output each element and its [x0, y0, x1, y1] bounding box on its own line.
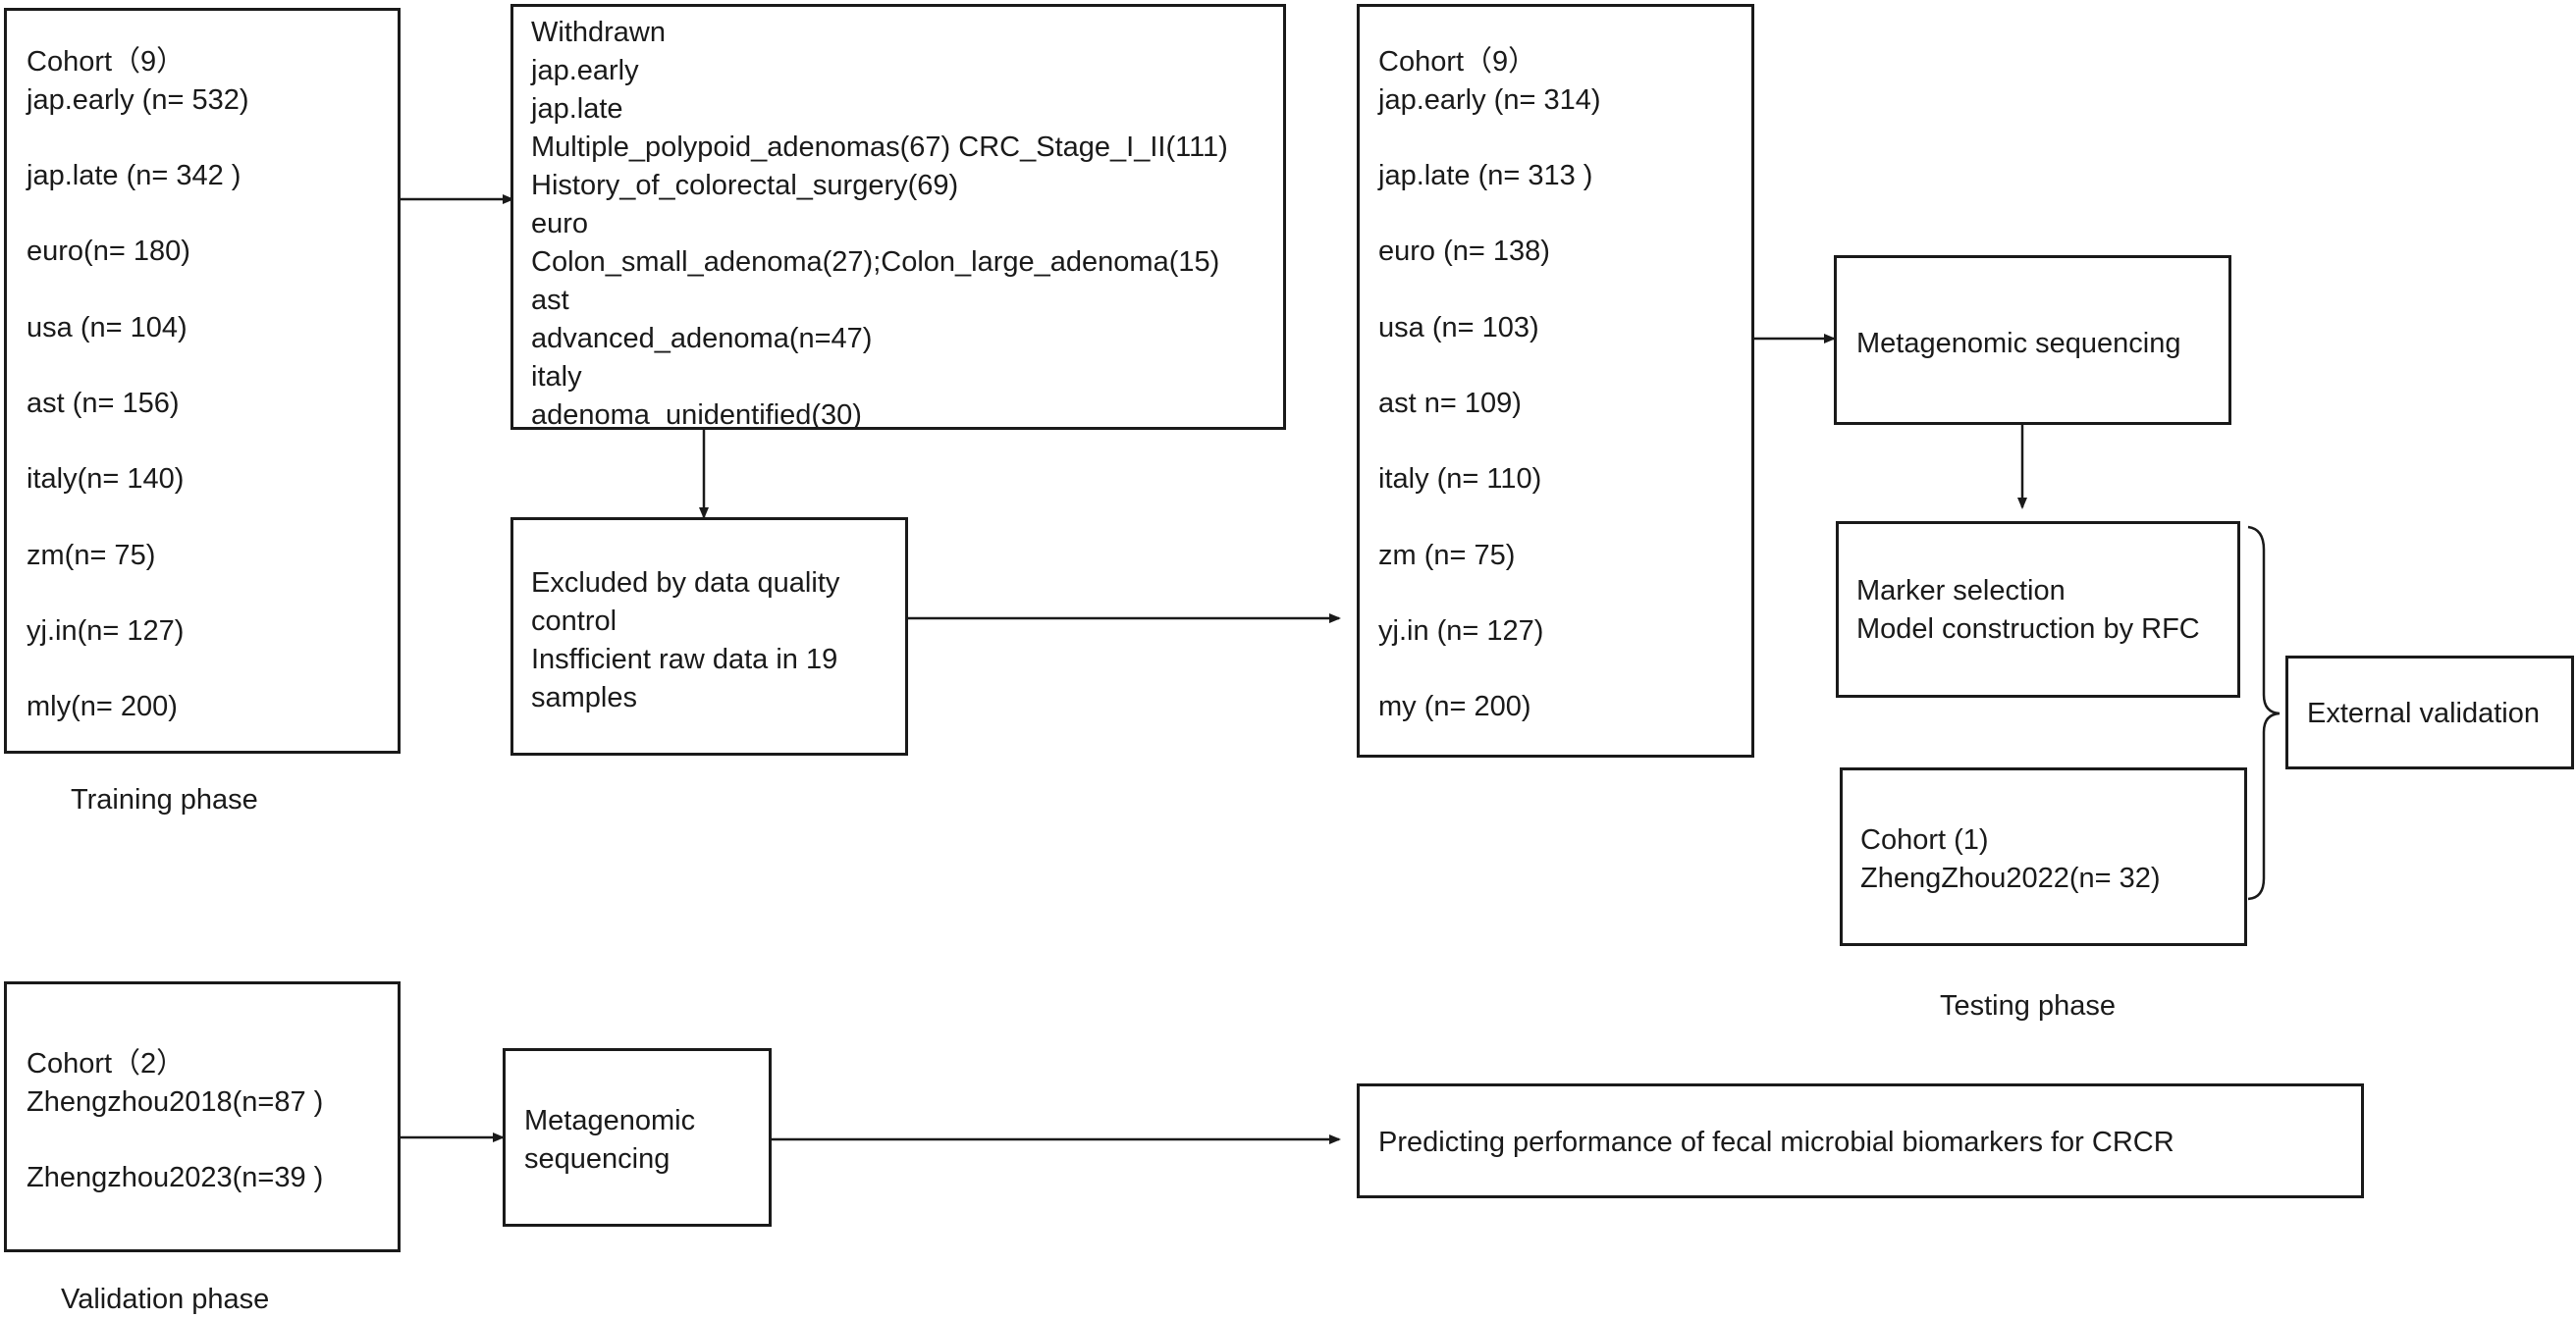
withdrawn-line: adenoma_unidentified(30) [531, 399, 862, 431]
testing-item: usa (n= 103) [1378, 312, 1539, 343]
testing-item: my (n= 200) [1378, 691, 1531, 722]
testing-item: ast n= 109) [1378, 388, 1522, 419]
predicting-performance-box: Predicting performance of fecal microbia… [1357, 1083, 2364, 1198]
withdrawn-line: jap.early [531, 55, 639, 86]
validation-item: Zhengzhou2023(n=39 ) [27, 1162, 324, 1193]
metagenomic-sequencing-validation-box: Metagenomic sequencing [503, 1048, 772, 1227]
withdrawn-title: Withdrawn [531, 17, 666, 48]
testing-item: euro (n= 138) [1378, 236, 1550, 267]
training-item: mly(n= 200) [27, 691, 178, 722]
training-phase-label: Training phase [71, 784, 258, 816]
external-validation-label: External validation [2307, 698, 2540, 729]
training-cohort-box: Cohort（9） jap.early (n= 532) jap.late (n… [4, 8, 401, 754]
training-item: usa (n= 104) [27, 312, 188, 343]
training-item: zm(n= 75) [27, 540, 156, 571]
withdrawn-line: euro [531, 208, 589, 239]
testing-cohort-title: Cohort（9） [1378, 46, 1537, 78]
withdrawn-line: Colon_small_adenoma(27);Colon_large_aden… [531, 246, 1220, 278]
withdrawn-line: jap.late [531, 93, 623, 125]
testing-item: zm (n= 75) [1378, 540, 1516, 571]
training-item: yj.in(n= 127) [27, 615, 185, 647]
cohort-external-line: ZhengZhou2022(n= 32) [1860, 863, 2161, 894]
training-item: jap.late (n= 342 ) [27, 160, 242, 191]
withdrawn-box: Withdrawn jap.early jap.late Multiple_po… [510, 4, 1286, 431]
marker-selection-box: Marker selection Model construction by R… [1836, 521, 2240, 698]
testing-cohort-box: Cohort（9） jap.early (n= 314) jap.late (n… [1357, 4, 1754, 758]
marker-line: Model construction by RFC [1856, 613, 2200, 645]
testing-item: jap.early (n= 314) [1378, 84, 1601, 116]
training-item: jap.early (n= 532) [27, 84, 249, 116]
excluded-line: samples [531, 682, 637, 713]
validation-phase-label: Validation phase [61, 1284, 270, 1315]
training-cohort-title: Cohort（9） [27, 46, 186, 78]
training-item: italy(n= 140) [27, 463, 185, 495]
excluded-line: Excluded by data quality [531, 567, 840, 599]
metagenomic-sequencing-box: Metagenomic sequencing [1834, 255, 2231, 425]
testing-item: italy (n= 110) [1378, 463, 1542, 495]
validation-item: Zhengzhou2018(n=87 ) [27, 1086, 324, 1118]
cohort-external-line: Cohort (1) [1860, 824, 1989, 856]
bracket-external-validation [2247, 525, 2281, 901]
excluded-line: Insfficient raw data in 19 [531, 644, 838, 675]
testing-phase-label: Testing phase [1940, 990, 2116, 1022]
validation-cohort-box: Cohort（2） Zhengzhou2018(n=87 ) Zhengzhou… [4, 981, 401, 1252]
excluded-line: control [531, 606, 617, 637]
withdrawn-line: Multiple_polypoid_adenomas(67) CRC_Stage… [531, 132, 1228, 163]
testing-item: yj.in (n= 127) [1378, 615, 1544, 647]
external-validation-box: External validation [2285, 656, 2574, 769]
marker-line: Marker selection [1856, 575, 2066, 606]
training-item: ast (n= 156) [27, 388, 180, 419]
withdrawn-line: ast [531, 285, 569, 316]
cohort-external-box: Cohort (1) ZhengZhou2022(n= 32) [1840, 767, 2247, 946]
training-item: euro(n= 180) [27, 236, 190, 267]
withdrawn-line: advanced_adenoma(n=47) [531, 323, 873, 354]
withdrawn-line: History_of_colorectal_surgery(69) [531, 170, 959, 201]
validation-cohort-title: Cohort（2） [27, 1048, 186, 1080]
predicting-performance-label: Predicting performance of fecal microbia… [1378, 1127, 2174, 1158]
metagenomic-sequencing-label: Metagenomic sequencing [1856, 328, 2181, 359]
testing-item: jap.late (n= 313 ) [1378, 160, 1593, 191]
withdrawn-line: italy [531, 361, 582, 393]
metagenomic-validation-line: sequencing [524, 1143, 671, 1175]
metagenomic-validation-line: Metagenomic [524, 1105, 696, 1136]
excluded-box: Excluded by data quality control Insffic… [510, 517, 908, 756]
